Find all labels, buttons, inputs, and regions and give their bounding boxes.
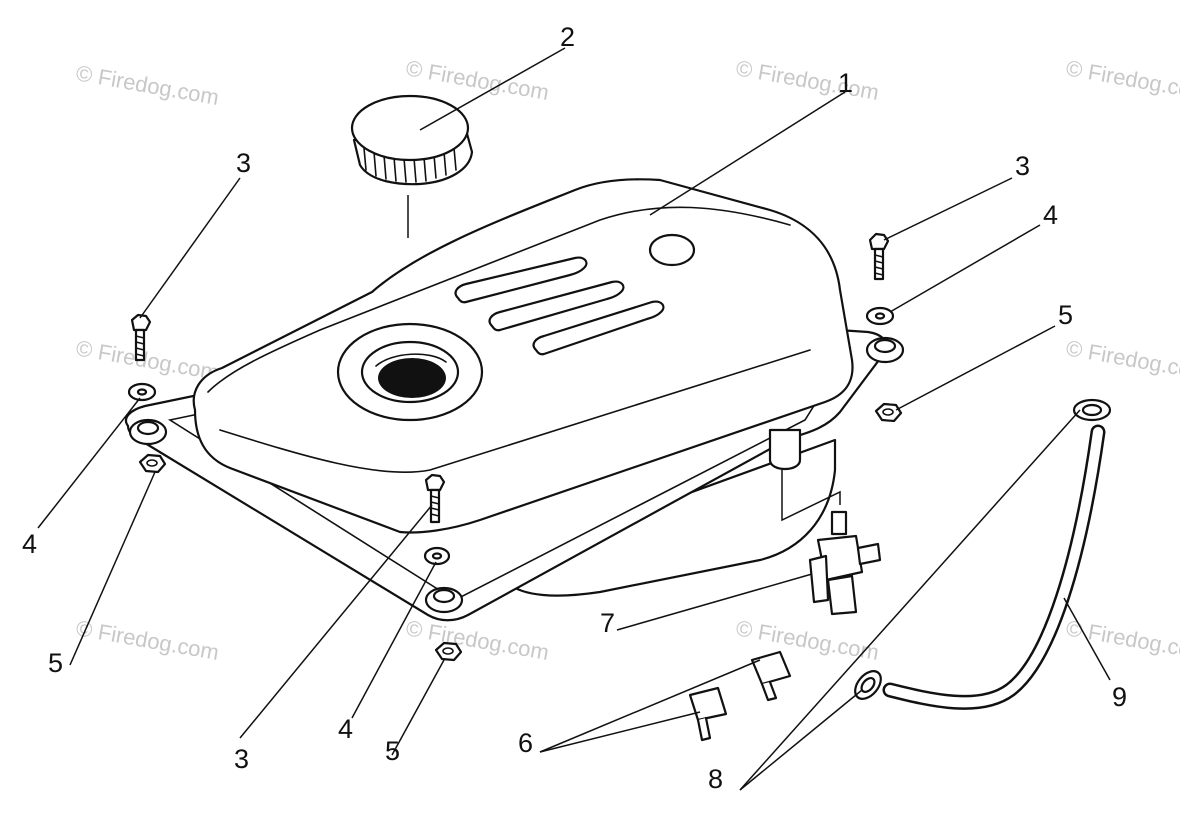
hose-clip bbox=[750, 650, 792, 702]
rubber-grommet bbox=[865, 336, 905, 364]
callout-8: 8 bbox=[708, 764, 723, 794]
fuel-valve bbox=[808, 510, 882, 616]
callout-4: 4 bbox=[1043, 200, 1058, 230]
rubber-grommet bbox=[128, 418, 168, 446]
callout-5: 5 bbox=[385, 736, 400, 766]
hose-clamp bbox=[854, 670, 882, 700]
nut bbox=[434, 641, 463, 662]
tank-top-crease bbox=[219, 349, 811, 474]
watermark: © Firedog.com bbox=[74, 335, 221, 385]
callout-labels: 1 2 3 3 3 4 4 4 5 5 5 6 7 8 9 bbox=[22, 22, 1127, 794]
hose-clamp bbox=[1072, 398, 1112, 422]
watermark: © Firedog.com bbox=[74, 60, 221, 110]
watermark: © Firedog.com bbox=[74, 615, 221, 665]
callout-3: 3 bbox=[236, 148, 251, 178]
callout-2: 2 bbox=[560, 22, 575, 52]
filler-neck bbox=[336, 322, 484, 422]
washer bbox=[127, 382, 157, 402]
callout-7: 7 bbox=[600, 608, 615, 638]
callout-5: 5 bbox=[1058, 300, 1073, 330]
callout-9: 9 bbox=[1112, 682, 1127, 712]
callout-1: 1 bbox=[838, 68, 853, 98]
rubber-grommet bbox=[424, 586, 464, 614]
bolt bbox=[868, 232, 890, 281]
callout-4: 4 bbox=[338, 714, 353, 744]
valve-alignment-line bbox=[781, 470, 841, 522]
washer bbox=[423, 546, 451, 566]
fuel-cap bbox=[350, 94, 474, 186]
nut bbox=[138, 453, 167, 474]
nut bbox=[874, 402, 903, 423]
fuel-hose-inner bbox=[885, 427, 1103, 708]
tank-top-edge-line bbox=[207, 206, 791, 393]
tank-ribs bbox=[454, 256, 665, 356]
watermark: © Firedog.com bbox=[404, 615, 551, 665]
callout-leaders bbox=[37, 47, 1111, 791]
tank-drain-boss bbox=[768, 428, 802, 471]
watermark: © Firedog.com bbox=[734, 55, 881, 105]
washer bbox=[865, 306, 895, 326]
watermark: © Firedog.com bbox=[1064, 335, 1180, 385]
callout-6: 6 bbox=[518, 728, 533, 758]
callout-4: 4 bbox=[22, 529, 37, 559]
hose-clip bbox=[688, 686, 728, 742]
watermark: © Firedog.com bbox=[1064, 615, 1180, 665]
fuel-tank-body bbox=[192, 178, 854, 534]
tank-bottom-bulge bbox=[503, 438, 837, 597]
callout-3: 3 bbox=[1015, 151, 1030, 181]
watermark: © Firedog.com bbox=[1064, 55, 1180, 105]
callout-3: 3 bbox=[234, 744, 249, 774]
callout-5: 5 bbox=[48, 648, 63, 678]
fuel-gauge-circle bbox=[648, 233, 696, 267]
bolt bbox=[130, 313, 152, 362]
